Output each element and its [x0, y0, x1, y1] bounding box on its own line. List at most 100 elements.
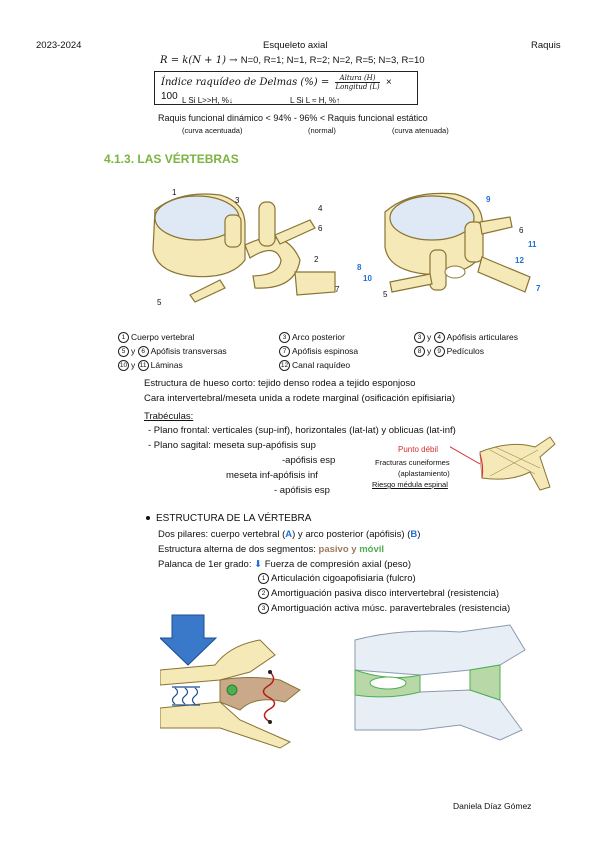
- pilares-text-a: Dos pilares: cuerpo vertebral (: [158, 529, 286, 540]
- delmas-label: Índice raquídeo de Delmas (%) =: [161, 77, 330, 88]
- pilar-a-label: A: [285, 529, 293, 540]
- fuerza-text: Fuerza de compresión axial (peso): [264, 559, 411, 570]
- fig-right-num-11: 11: [528, 240, 537, 249]
- callout-riesgo: Riesgo médula espinal: [372, 480, 448, 489]
- item-text: Amortiguación activa músc. paravertebral…: [271, 603, 511, 614]
- lever-diagram: [160, 614, 301, 749]
- fig-right-num-6: 6: [519, 226, 524, 235]
- delmas-formula: Índice raquídeo de Delmas (%) = Altura (…: [154, 71, 418, 105]
- legend-num: 3: [279, 332, 290, 344]
- vertebra-exploded-figure: [152, 193, 336, 303]
- callout-punto-debil: Punto débil: [398, 445, 439, 454]
- trabeculas-title: Trabéculas:: [144, 411, 194, 422]
- legend-num: 10: [118, 360, 129, 372]
- estructura-pilares: Dos pilares: cuerpo vertebral (A) y arco…: [158, 528, 420, 541]
- legend-num: 4: [433, 332, 445, 344]
- delmas-fraction: Altura (H) Longitud (L): [335, 74, 380, 91]
- estructura-title-row: ESTRUCTURA DE LA VÉRTEBRA: [146, 513, 311, 524]
- section-title: 4.1.3. LAS VÉRTEBRAS: [104, 152, 239, 166]
- item-num: 2: [258, 587, 269, 599]
- alterna-text: Estructura alterna de dos segmentos:: [158, 544, 316, 555]
- palanca-text: Palanca de 1er grado:: [158, 559, 252, 570]
- legend-joiner: y: [131, 346, 136, 356]
- raquis-sub-3: (curva atenuada): [392, 126, 449, 135]
- raquis-line: Raquis funcional dinámico < 94% - 96% < …: [158, 113, 428, 123]
- fig-right-num-9: 9: [486, 195, 491, 204]
- trabeculas-inf: meseta inf-apófisis inf: [226, 470, 318, 481]
- delmas-factor: × 100: [161, 77, 392, 102]
- legend-text: Láminas: [150, 360, 183, 370]
- header-title: Esqueleto axial: [263, 40, 328, 51]
- note-left: L Si L>>H, %↓: [182, 96, 233, 105]
- legend-num: 3: [414, 332, 425, 344]
- raquis-sub-1: (curva acentuada): [182, 126, 243, 135]
- estructura-alterna: Estructura alterna de dos segmentos: pas…: [158, 543, 384, 556]
- item-text: Amortiguación pasiva disco intervertebra…: [271, 588, 500, 599]
- legend-num: 8: [414, 346, 425, 358]
- callout-aplastamiento: (aplastamiento): [398, 469, 450, 478]
- legend-text: Apófisis espinosa: [292, 346, 359, 356]
- legend-text: Apófisis transversas: [150, 346, 227, 356]
- pilares-text-c: ): [417, 529, 421, 540]
- alterna-joiner: y: [351, 544, 357, 555]
- delmas-denominator: Longitud (L): [335, 83, 380, 91]
- fig-left-num-7: 7: [335, 285, 340, 294]
- fig-left-num-1: 1: [172, 188, 177, 197]
- legend-text: Apófisis articulares: [446, 332, 518, 342]
- fig-left-num-5: 5: [157, 298, 162, 307]
- trabeculas-sagital: - Plano sagital: meseta sup-apófisis sup: [148, 440, 316, 451]
- pasivo-label: pasivo: [318, 544, 349, 555]
- footer-author: Daniela Díaz Gómez: [453, 801, 532, 811]
- fig-right-num-5: 5: [383, 290, 388, 299]
- fig-right-num-10: 10: [363, 274, 372, 283]
- fig-left-num-4: 4: [318, 204, 323, 213]
- delmas-numerator: Altura (H): [335, 74, 380, 83]
- formula-1-expr: R = k(N + 1) →: [160, 55, 238, 66]
- movil-label: móvil: [359, 544, 385, 555]
- down-arrow-icon: ⬇: [254, 559, 263, 570]
- header-year: 2023-2024: [36, 40, 82, 51]
- trabeculas-frontal: - Plano frontal: verticales (sup-inf), h…: [148, 425, 456, 436]
- legend-text: Cuerpo vertebral: [131, 332, 195, 342]
- trabeculas-esp-2: - apófisis esp: [274, 485, 330, 496]
- item-num: 1: [258, 572, 269, 584]
- legend-joiner: y: [427, 346, 432, 356]
- legend-text: Arco posterior: [292, 332, 345, 342]
- legend-num: 6: [137, 346, 149, 358]
- pilar-b-label: B: [410, 529, 418, 540]
- bullet-icon: [146, 516, 150, 521]
- raquis-sub-2: (normal): [308, 126, 336, 135]
- legend-joiner: y: [131, 360, 136, 370]
- formula-1-values: N=0, R=1; N=1, R=2; N=2, R=5; N=3, R=10: [240, 55, 425, 66]
- item-num: 3: [258, 602, 269, 614]
- fig-left-num-6: 6: [318, 224, 323, 233]
- fig-right-num-12: 12: [515, 256, 524, 265]
- legend-joiner: y: [427, 332, 432, 342]
- legend-num: 1: [118, 332, 129, 344]
- header-topic: Raquis: [531, 40, 561, 51]
- legend-num: 12: [279, 360, 290, 372]
- estructura-palanca: Palanca de 1er grado: ⬇ Fuerza de compre…: [158, 558, 411, 571]
- legend-num: 7: [279, 346, 290, 358]
- vertebra-assembled-figure: [384, 192, 531, 293]
- fig-right-num-7: 7: [536, 284, 541, 293]
- legend-text: Canal raquídeo: [292, 360, 351, 370]
- item-text: Articulación cigoapofisiaria (fulcro): [271, 573, 416, 584]
- structure-line-1: Estructura de hueso corto: tejido denso …: [144, 378, 416, 389]
- formula-1: R = k(N + 1) → N=0, R=1; N=1, R=2; N=2, …: [160, 55, 460, 66]
- trabeculas-esp-1: -apófisis esp: [282, 455, 336, 466]
- vertebral-segments-figure: [354, 624, 526, 741]
- structure-line-2: Cara intervertebral/meseta unida a rodet…: [144, 393, 456, 404]
- fig-left-num-2: 2: [314, 255, 319, 264]
